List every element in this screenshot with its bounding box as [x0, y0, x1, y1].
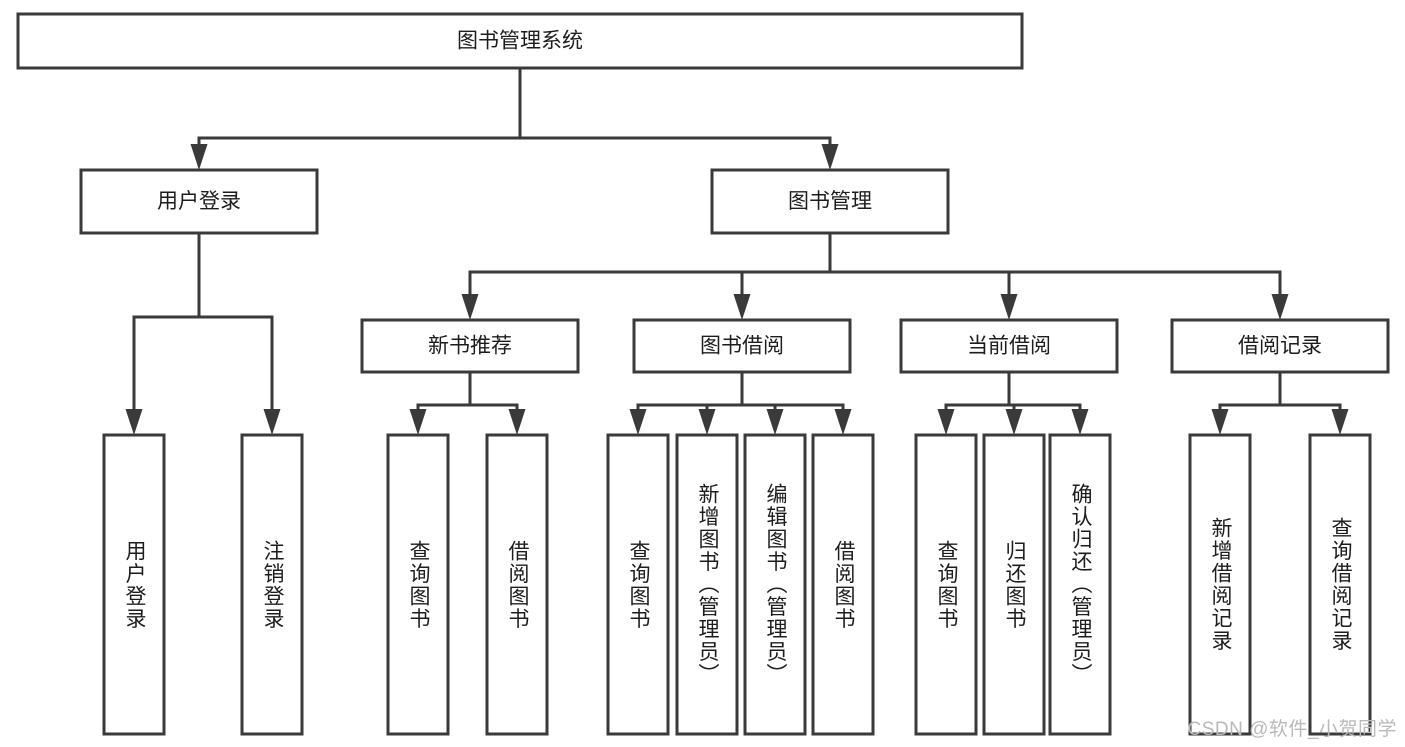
node-label-leaf-user-logout: 注销登录 [261, 539, 284, 630]
node-borrow-record[interactable]: 借阅记录 [1170, 318, 1390, 374]
node-leaf-user-login[interactable]: 用户登录 [102, 433, 166, 736]
node-label-wrap-leaf-query-book-1: 查询图书 [407, 539, 430, 630]
node-label-book-borrow: 图书借阅 [700, 335, 784, 358]
node-label-leaf-query-record: 查询借阅记录 [1329, 517, 1352, 652]
node-box-leaf-user-logout [240, 433, 304, 736]
node-label-leaf-edit-book: 编辑图书（管理员） [764, 483, 787, 686]
node-book-manage[interactable]: 图书管理 [710, 168, 950, 235]
node-box-leaf-user-login [102, 433, 166, 736]
node-box-borrow-record [1170, 318, 1390, 374]
node-box-leaf-borrow-book-1 [485, 433, 549, 736]
node-label-user-login: 用户登录 [157, 190, 241, 213]
node-leaf-add-book[interactable]: 新增图书（管理员） [675, 433, 739, 736]
node-label-current-borrow: 当前借阅 [967, 335, 1051, 358]
node-box-leaf-add-book [675, 433, 739, 736]
node-label-wrap-leaf-borrow-book-1: 借阅图书 [506, 539, 529, 630]
node-label-leaf-confirm-return: 确认归还（管理员） [1069, 483, 1092, 686]
node-root[interactable]: 图书管理系统 [16, 12, 1024, 70]
node-label-book-manage: 图书管理 [788, 190, 872, 213]
node-box-leaf-return-book [982, 433, 1046, 736]
node-user-login[interactable]: 用户登录 [79, 168, 319, 235]
node-box-leaf-query-book-2 [606, 433, 670, 736]
node-label-borrow-record: 借阅记录 [1238, 335, 1322, 358]
node-new-book-recommend[interactable]: 新书推荐 [360, 318, 580, 374]
node-label-leaf-add-book: 新增图书（管理员） [696, 483, 719, 686]
node-label-wrap-leaf-borrow-book-2: 借阅图书 [832, 539, 855, 630]
node-label-wrap-leaf-query-record: 查询借阅记录 [1329, 517, 1352, 652]
node-label-leaf-add-record: 新增借阅记录 [1209, 517, 1232, 652]
node-label-wrap-leaf-query-book-2: 查询图书 [627, 539, 650, 630]
node-leaf-confirm-return[interactable]: 确认归还（管理员） [1048, 433, 1112, 736]
node-label-wrap-leaf-add-record: 新增借阅记录 [1209, 517, 1232, 652]
node-book-borrow[interactable]: 图书借阅 [632, 318, 852, 374]
node-label-leaf-user-login: 用户登录 [123, 539, 146, 630]
node-leaf-borrow-book-2[interactable]: 借阅图书 [811, 433, 875, 736]
node-label-leaf-borrow-book-1: 借阅图书 [506, 539, 529, 630]
node-box-book-borrow [632, 318, 852, 374]
node-label-wrap-leaf-query-book-3: 查询图书 [935, 539, 958, 630]
node-leaf-query-record[interactable]: 查询借阅记录 [1308, 433, 1372, 736]
node-label-leaf-query-book-1: 查询图书 [407, 539, 430, 630]
node-current-borrow[interactable]: 当前借阅 [899, 318, 1119, 374]
node-box-new-book-recommend [360, 318, 580, 374]
node-box-leaf-query-book-1 [386, 433, 450, 736]
nodes-layer: 图书管理系统用户登录图书管理新书推荐图书借阅当前借阅借阅记录用户登录注销登录查询… [16, 12, 1390, 736]
node-label-root: 图书管理系统 [457, 30, 583, 53]
node-label-leaf-return-book: 归还图书 [1003, 539, 1026, 630]
node-box-leaf-add-record [1188, 433, 1252, 736]
node-leaf-borrow-book-1[interactable]: 借阅图书 [485, 433, 549, 736]
node-leaf-add-record[interactable]: 新增借阅记录 [1188, 433, 1252, 736]
node-box-leaf-borrow-book-2 [811, 433, 875, 736]
node-label-new-book-recommend: 新书推荐 [428, 335, 512, 358]
node-leaf-return-book[interactable]: 归还图书 [982, 433, 1046, 736]
node-label-wrap-leaf-user-logout: 注销登录 [261, 539, 284, 630]
node-box-book-manage [710, 168, 950, 235]
node-label-wrap-leaf-edit-book: 编辑图书（管理员） [764, 483, 787, 686]
node-label-wrap-leaf-return-book: 归还图书 [1003, 539, 1026, 630]
node-leaf-user-logout[interactable]: 注销登录 [240, 433, 304, 736]
node-box-leaf-confirm-return [1048, 433, 1112, 736]
node-leaf-query-book-3[interactable]: 查询图书 [914, 433, 978, 736]
node-box-leaf-query-book-3 [914, 433, 978, 736]
node-box-user-login [79, 168, 319, 235]
node-label-wrap-leaf-user-login: 用户登录 [123, 539, 146, 630]
node-label-leaf-borrow-book-2: 借阅图书 [832, 539, 855, 630]
node-box-leaf-query-record [1308, 433, 1372, 736]
node-label-leaf-query-book-2: 查询图书 [627, 539, 650, 630]
node-label-leaf-query-book-3: 查询图书 [935, 539, 958, 630]
node-label-wrap-leaf-add-book: 新增图书（管理员） [696, 483, 719, 686]
connectors-layer [125, 66, 1349, 435]
node-box-leaf-edit-book [743, 433, 807, 736]
node-leaf-query-book-2[interactable]: 查询图书 [606, 433, 670, 736]
node-leaf-edit-book[interactable]: 编辑图书（管理员） [743, 433, 807, 736]
node-box-root [16, 12, 1024, 70]
node-label-wrap-leaf-confirm-return: 确认归还（管理员） [1069, 483, 1092, 686]
node-leaf-query-book-1[interactable]: 查询图书 [386, 433, 450, 736]
node-box-current-borrow [899, 318, 1119, 374]
